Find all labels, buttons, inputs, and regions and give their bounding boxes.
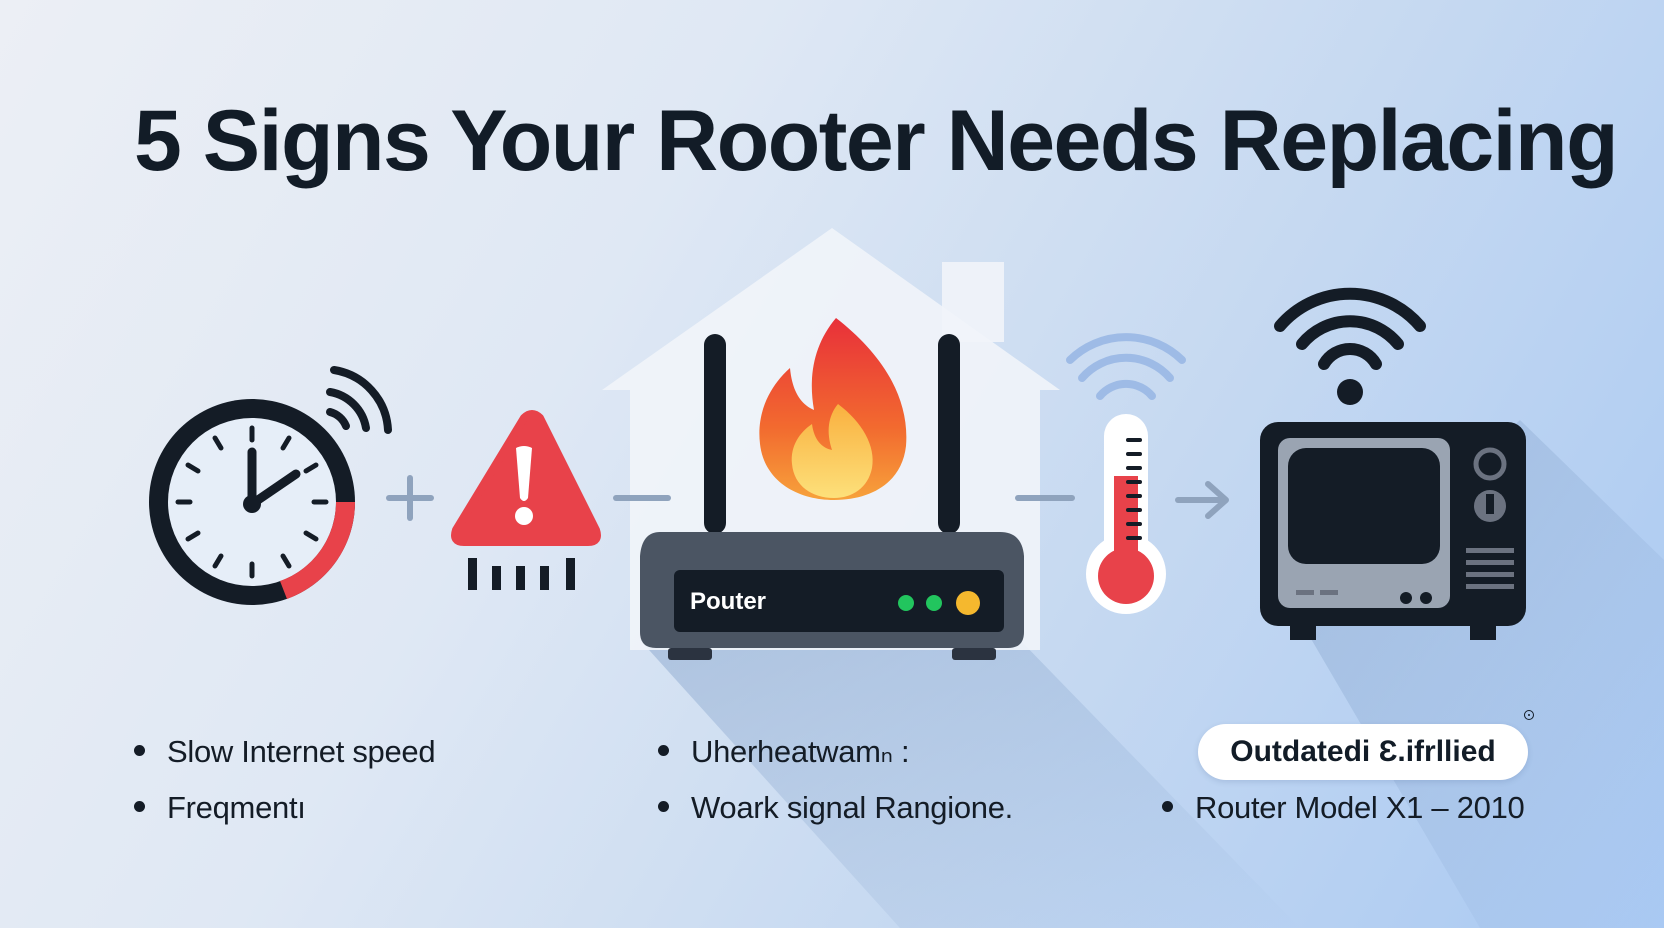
- wifi-waves-icon: [1066, 333, 1186, 400]
- bullet-dot: [658, 801, 669, 813]
- bullet-dot: [658, 745, 669, 757]
- router-label: Pouter: [690, 588, 767, 615]
- page-title: 5 Signs Your Rooter Needs Replacing: [134, 93, 1619, 189]
- bullet-text: Router Model X1 – 2010: [1195, 790, 1525, 825]
- wifi-dot: [1337, 379, 1363, 405]
- arrow-right-icon: [1175, 481, 1229, 519]
- clock-icon: [149, 399, 356, 605]
- bullet-dot: [134, 801, 145, 813]
- list-item: Freqmentı: [134, 790, 306, 826]
- warning-icon: [451, 410, 601, 546]
- router-icon: [640, 334, 1024, 660]
- outdated-badge: Outdatedi Ɛ.ifrllied: [1198, 724, 1528, 780]
- list-item: Router Model X1 – 2010: [1162, 790, 1525, 826]
- router-shadow: [640, 640, 1300, 928]
- bullet-text: Slow Internet speed: [167, 734, 436, 769]
- bullet-text: Woark signal Rangione.: [691, 790, 1013, 825]
- signal-bars-icon: [468, 558, 575, 590]
- wifi-icon: [1274, 287, 1426, 370]
- plus-icon: [386, 475, 434, 521]
- list-item: Slow Internet speed: [134, 734, 436, 770]
- registered-mark-icon: [1524, 710, 1534, 720]
- bullet-dot: [134, 745, 145, 757]
- tv-icon: [1260, 422, 1526, 640]
- list-item: Woark signal Rangione.: [658, 790, 1013, 826]
- bullet-dot: [1162, 801, 1173, 813]
- wifi-waves-icon: [326, 366, 392, 434]
- bullet-text: Uherheatwamₙ :: [691, 734, 910, 769]
- fire-icon: [759, 318, 907, 500]
- list-item: Uherheatwamₙ :: [658, 734, 910, 770]
- thermometer-icon: [1086, 414, 1166, 614]
- bullet-text: Freqmentı: [167, 790, 306, 825]
